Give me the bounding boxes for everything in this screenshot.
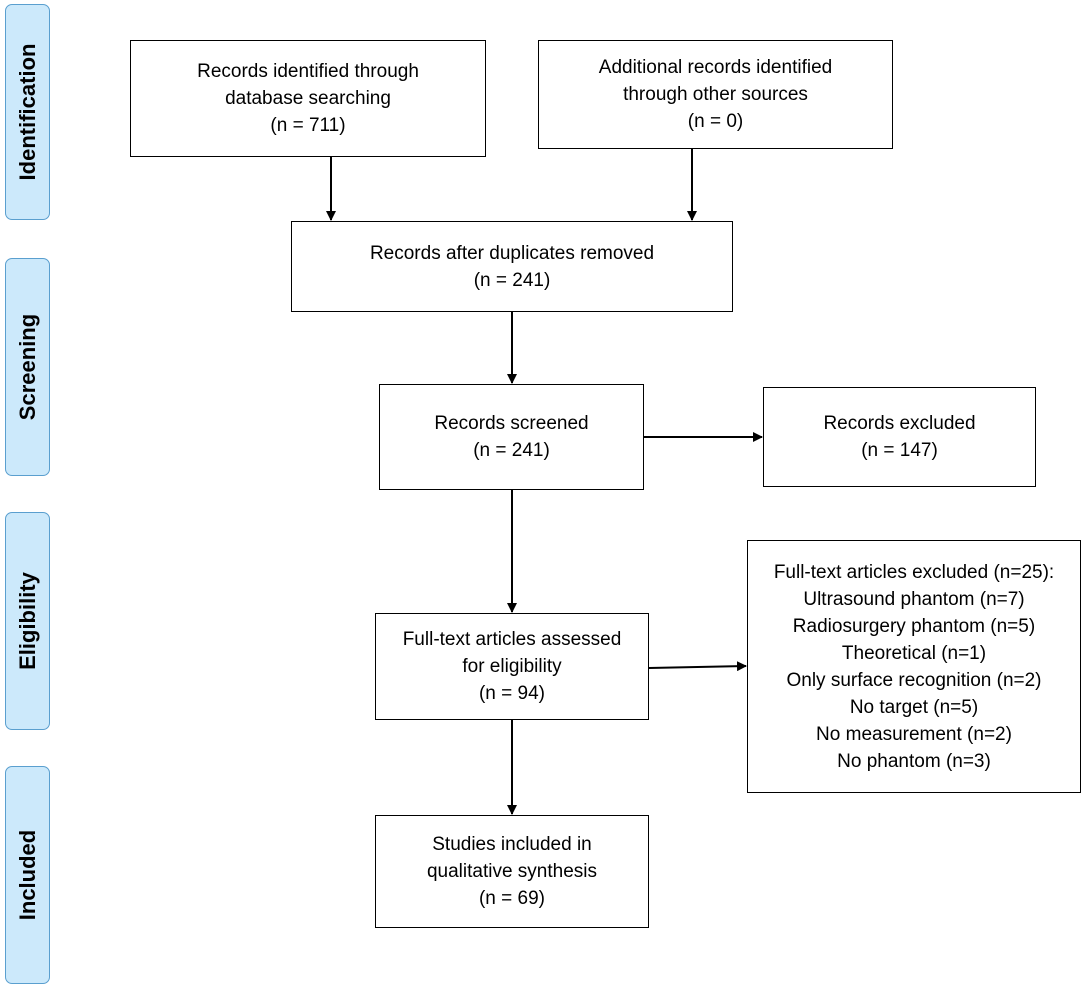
fulltext-assessed-line1: Full-text articles assessed: [402, 629, 622, 650]
other-records-line1: Additional records identified: [598, 57, 833, 78]
exclusion-reason: No measurement (n=2): [816, 723, 1012, 745]
arrow-fulltext-to-excluded: [648, 661, 747, 672]
box-records-screened: Records screened (n = 241): [379, 384, 644, 490]
box-database-records: Records identified through database sear…: [130, 40, 486, 157]
phase-included: Included: [5, 766, 50, 984]
phase-eligibility: Eligibility: [5, 512, 50, 730]
duplicates-removed-line1: Records after duplicates removed: [369, 242, 655, 264]
fulltext-assessed-count: (n = 94): [478, 683, 545, 704]
records-screened-line1: Records screened: [434, 413, 589, 434]
duplicates-removed-count: (n = 241): [473, 269, 551, 291]
records-excluded-count: (n = 147): [861, 440, 938, 461]
database-records-count: (n = 711): [270, 115, 346, 136]
included-studies-line1: Studies included in: [432, 834, 592, 855]
exclusion-reason: Radiosurgery phantom (n=5): [792, 615, 1036, 637]
exclusion-reason: No target (n=5): [849, 696, 979, 718]
exclusion-reason: Only surface recognition (n=2): [786, 669, 1042, 691]
exclusion-reason: Theoretical (n=1): [841, 642, 987, 664]
phase-identification: Identification: [5, 4, 50, 220]
other-records-line2: through other sources: [623, 84, 808, 105]
fulltext-assessed-line2: for eligibility: [462, 656, 562, 677]
included-studies-line2: qualitative synthesis: [426, 861, 598, 882]
records-screened-count: (n = 241): [473, 440, 550, 461]
fulltext-excluded-title: Full-text articles excluded (n=25):: [773, 561, 1055, 583]
database-records-line2: database searching: [225, 88, 391, 109]
included-studies-count: (n = 69): [478, 888, 545, 909]
records-excluded-line1: Records excluded: [823, 413, 976, 434]
box-fulltext-excluded: Full-text articles excluded (n=25): Ultr…: [747, 540, 1081, 793]
box-included-studies: Studies included in qualitative synthesi…: [375, 815, 649, 928]
box-records-excluded: Records excluded (n = 147): [763, 387, 1036, 487]
other-records-count: (n = 0): [687, 111, 744, 132]
box-fulltext-assessed: Full-text articles assessed for eligibil…: [375, 613, 649, 720]
phase-screening: Screening: [5, 258, 50, 476]
database-records-line1: Records identified through: [197, 61, 419, 82]
box-other-records: Additional records identified through ot…: [538, 40, 893, 149]
box-duplicates-removed: Records after duplicates removed (n = 24…: [291, 221, 733, 312]
exclusion-reason: Ultrasound phantom (n=7): [803, 588, 1025, 610]
exclusion-reason: No phantom (n=3): [837, 750, 991, 772]
